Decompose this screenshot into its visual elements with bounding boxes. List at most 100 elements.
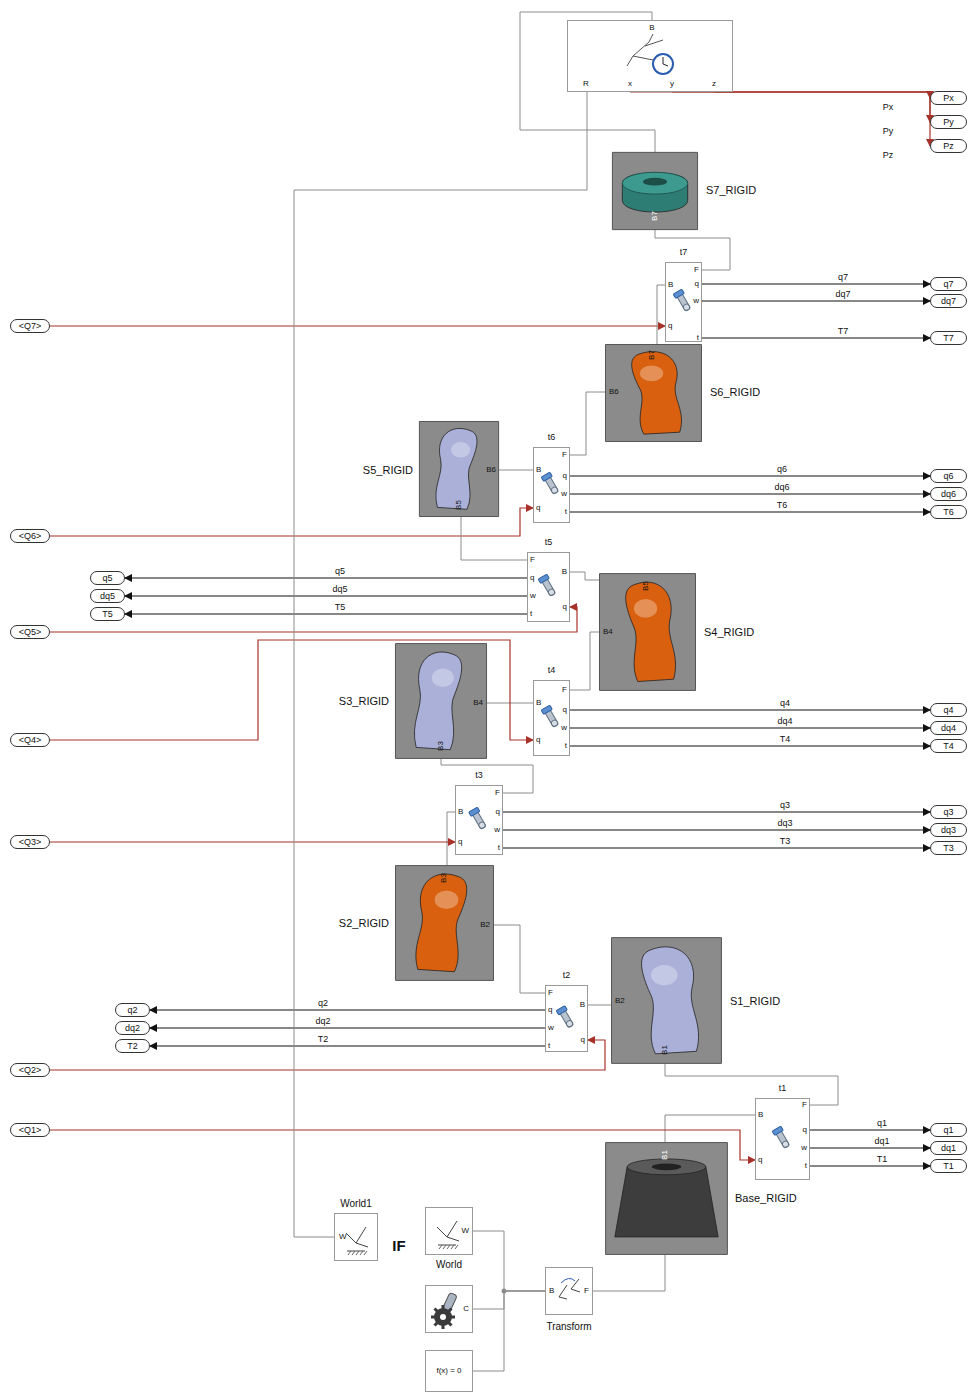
- signal-label: dq6: [773, 483, 790, 492]
- block-text: B4: [603, 628, 613, 636]
- block-text: B6: [609, 388, 619, 396]
- block-text: dq1: [941, 1144, 956, 1153]
- physical-connection: [570, 572, 599, 580]
- physical-connection: [473, 1291, 545, 1309]
- drawing-part: [634, 599, 657, 618]
- drawing-part: [447, 1221, 457, 1237]
- block-text: S2_RIGID: [339, 918, 389, 929]
- block-text: w: [561, 490, 567, 498]
- drawing-part: [642, 947, 699, 1054]
- block-text: dq3: [941, 826, 956, 835]
- drawing-part: [433, 1322, 438, 1327]
- joint-icon: [556, 1006, 575, 1029]
- library-block: f(x) = 0: [425, 1350, 473, 1392]
- physical-connection: [461, 517, 527, 560]
- signal-label: dq2: [314, 1017, 331, 1026]
- block-frame: [546, 1268, 593, 1315]
- drawing-part: [561, 1278, 575, 1283]
- signal-line: [570, 745, 930, 746]
- block-frame: [546, 986, 588, 1052]
- signal-line: [50, 841, 455, 842]
- block-frame: [666, 263, 702, 342]
- block-text: t3: [475, 771, 483, 780]
- block-text: q: [668, 322, 672, 330]
- body-shape: [626, 582, 676, 681]
- drawing-part: [447, 1245, 450, 1249]
- block-text: S1_RIGID: [730, 996, 780, 1007]
- signal-label: T2: [317, 1035, 330, 1044]
- revolute-joint: t4BFqwtq: [533, 680, 570, 756]
- drawing-part: [439, 1245, 442, 1249]
- block-text: B3: [437, 741, 445, 751]
- drawing-part: [640, 366, 663, 382]
- signal-label: dq1: [873, 1137, 890, 1146]
- port-block: Px: [930, 91, 967, 105]
- block-text: B1: [661, 1150, 669, 1160]
- block-text: q: [530, 574, 534, 582]
- signal-line: [503, 829, 930, 830]
- port-block: Pz: [930, 139, 967, 153]
- physical-connection: [447, 812, 455, 865]
- signal-line: [570, 709, 930, 710]
- drawing-part: [652, 1163, 682, 1170]
- block-text: t: [565, 508, 567, 516]
- drawing-part: [541, 705, 552, 714]
- port-block: T5: [90, 607, 125, 621]
- signal-label: T3: [779, 837, 792, 846]
- signal-line: [810, 1165, 930, 1166]
- physical-connection: [665, 1064, 838, 1105]
- block-frame: [568, 21, 733, 92]
- block-text: B3: [440, 873, 448, 883]
- drawing-part: [632, 352, 682, 435]
- drawing-part: [435, 891, 459, 910]
- signal-line: [50, 325, 665, 326]
- port-block: <Q5>: [10, 625, 50, 639]
- physical-connection: [570, 392, 605, 455]
- block-frame: [534, 448, 570, 523]
- drawing-part: [348, 1251, 351, 1255]
- signal-label: q4: [779, 699, 791, 708]
- port-block: <Q6>: [10, 529, 50, 543]
- block-text: B: [549, 1287, 554, 1295]
- drawing-part: [559, 1297, 567, 1299]
- joint-icon: [541, 472, 560, 495]
- port-block: q2: [115, 1003, 150, 1017]
- block-frame: [426, 1208, 473, 1255]
- block-text: x: [628, 80, 632, 88]
- block-text: <Q2>: [19, 1066, 42, 1075]
- signal-line: [714, 92, 930, 146]
- drawing-part: [627, 56, 633, 66]
- drawing-part: [547, 588, 555, 596]
- port-block: dq4: [930, 721, 967, 735]
- body-shape: [414, 652, 461, 750]
- signal-label: q1: [876, 1119, 888, 1128]
- block-text: B: [536, 699, 541, 707]
- block-text: w: [561, 724, 567, 732]
- block-text: Py: [943, 118, 954, 127]
- sensor-icon: [627, 34, 673, 74]
- block-text: R: [583, 80, 589, 88]
- drawing-part: [437, 1227, 447, 1237]
- block-text: t5: [545, 538, 553, 547]
- physical-connection: [294, 92, 587, 1237]
- block-text: t: [805, 1162, 807, 1170]
- port-block: dq7: [930, 294, 967, 308]
- drawing-part: [663, 64, 668, 66]
- joint-icon: [673, 289, 692, 312]
- signal-line: [570, 511, 930, 512]
- body-frame: [599, 574, 695, 691]
- body-shape: [436, 428, 477, 509]
- drawing-part: [356, 1243, 368, 1247]
- block-text: q: [536, 736, 540, 744]
- block-text: f(x) = 0: [436, 1367, 461, 1375]
- block-text: q: [563, 603, 567, 611]
- block-text: dq2: [125, 1024, 140, 1033]
- body-frame: [612, 938, 722, 1064]
- signal-label: q5: [334, 567, 346, 576]
- drawing-part: [436, 428, 477, 509]
- block-text: t: [548, 1042, 550, 1050]
- block-text: w: [801, 1144, 807, 1152]
- block-text: C: [463, 1305, 469, 1313]
- port-block: T2: [115, 1039, 150, 1053]
- body-frame: [395, 644, 486, 759]
